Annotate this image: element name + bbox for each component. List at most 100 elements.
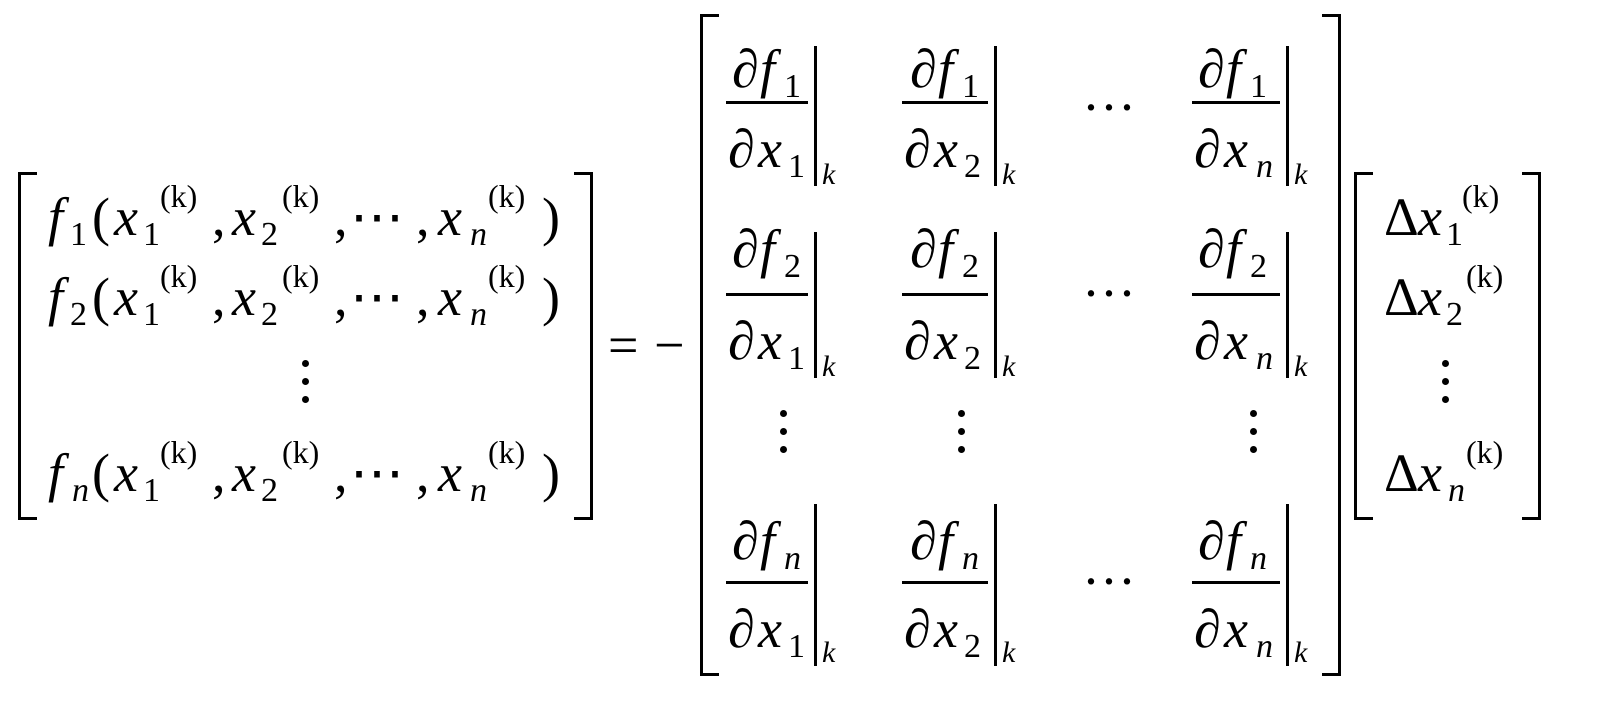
vertical-ellipsis <box>958 410 966 456</box>
delta-vector-close-bracket <box>1522 172 1541 520</box>
x1-subscript: 1 <box>143 296 160 333</box>
comma: , <box>416 443 430 503</box>
numerator-subscript: 1 <box>1250 68 1267 105</box>
xn-subscript: n <box>470 296 487 333</box>
evaluation-bar <box>1286 232 1289 378</box>
partial-symbol: ∂ <box>1194 599 1221 659</box>
comma: , <box>334 443 348 503</box>
fraction-bar <box>902 581 988 584</box>
delta-subscript: n <box>1448 472 1465 509</box>
fraction-bar <box>1192 293 1280 296</box>
iteration-superscript: (k) <box>488 178 526 214</box>
x2-subscript: 2 <box>261 472 278 509</box>
evaluation-bar <box>814 232 817 378</box>
minus-sign: − <box>654 315 685 375</box>
delta-subscript: 1 <box>1446 216 1463 253</box>
numerator-subscript: 2 <box>1250 248 1267 285</box>
numerator-subscript: n <box>784 540 801 577</box>
delta-symbol: Δ <box>1384 267 1419 327</box>
delta-subscript: 2 <box>1446 296 1463 333</box>
denominator-x: x <box>1224 119 1248 179</box>
evaluation-subscript: k <box>1294 350 1308 383</box>
denominator-x: x <box>758 311 782 371</box>
evaluation-bar <box>994 504 997 666</box>
denominator-subscript: 1 <box>788 628 805 665</box>
evaluation-subscript: k <box>822 636 836 669</box>
evaluation-bar <box>814 504 817 666</box>
partial-symbol: ∂ <box>1198 219 1225 279</box>
partial-symbol: ∂ <box>732 511 759 571</box>
partial-symbol: ∂ <box>1198 39 1225 99</box>
open-paren: ( <box>92 187 110 247</box>
denominator-subscript: n <box>1256 148 1273 185</box>
denominator-x: x <box>758 119 782 179</box>
jacobian-close-bracket <box>1322 14 1341 676</box>
numerator-subscript: n <box>962 540 979 577</box>
partial-symbol: ∂ <box>910 219 937 279</box>
numerator-f: f <box>938 511 954 571</box>
function-subscript: 2 <box>70 296 87 333</box>
variable-x2: x <box>232 187 256 247</box>
delta-vector-open-bracket <box>1354 172 1373 520</box>
fraction-bar <box>1192 581 1280 584</box>
evaluation-bar <box>814 46 817 186</box>
vertical-ellipsis <box>1250 410 1258 456</box>
iteration-superscript: (k) <box>1466 258 1504 294</box>
comma: , <box>334 187 348 247</box>
evaluation-subscript: k <box>822 350 836 383</box>
evaluation-bar <box>1286 504 1289 666</box>
iteration-superscript: (k) <box>282 178 320 214</box>
partial-symbol: ∂ <box>1198 511 1225 571</box>
numerator-f: f <box>938 39 954 99</box>
partial-symbol: ∂ <box>910 39 937 99</box>
iteration-superscript: (k) <box>282 258 320 294</box>
denominator-x: x <box>934 119 958 179</box>
numerator-subscript: n <box>1250 540 1267 577</box>
evaluation-subscript: k <box>822 158 836 191</box>
ellipsis: ⋯ <box>350 267 404 327</box>
vertical-ellipsis <box>780 410 788 456</box>
iteration-superscript: (k) <box>160 178 198 214</box>
numerator-f: f <box>938 219 954 279</box>
fraction-bar <box>726 293 808 296</box>
numerator-subscript: 2 <box>962 248 979 285</box>
fraction-bar <box>726 101 808 104</box>
numerator-subscript: 2 <box>784 248 801 285</box>
denominator-x: x <box>1224 311 1248 371</box>
iteration-superscript: (k) <box>160 434 198 470</box>
evaluation-subscript: k <box>1002 350 1016 383</box>
numerator-f: f <box>1226 219 1242 279</box>
evaluation-subscript: k <box>1294 158 1308 191</box>
comma: , <box>416 267 430 327</box>
comma: , <box>334 267 348 327</box>
x1-subscript: 1 <box>143 216 160 253</box>
fraction-bar <box>902 293 988 296</box>
iteration-superscript: (k) <box>1466 434 1504 470</box>
variable-xn: x <box>438 267 462 327</box>
denominator-subscript: n <box>1256 628 1273 665</box>
iteration-superscript: (k) <box>488 258 526 294</box>
function-symbol: f <box>48 267 64 327</box>
vertical-ellipsis <box>302 360 310 406</box>
function-subscript: n <box>72 472 89 509</box>
partial-symbol: ∂ <box>1194 311 1221 371</box>
partial-symbol: ∂ <box>728 599 755 659</box>
close-paren: ) <box>542 187 560 247</box>
delta-symbol: Δ <box>1384 187 1419 247</box>
iteration-superscript: (k) <box>1462 178 1500 214</box>
fraction-bar <box>1192 101 1280 104</box>
left-vector-open-bracket <box>18 172 37 520</box>
variable-x2: x <box>232 443 256 503</box>
evaluation-bar <box>994 46 997 186</box>
jacobian-open-bracket <box>700 14 719 676</box>
evaluation-subscript: k <box>1002 636 1016 669</box>
partial-symbol: ∂ <box>910 511 937 571</box>
variable-x1: x <box>114 443 138 503</box>
numerator-subscript: 1 <box>784 68 801 105</box>
evaluation-bar <box>994 232 997 378</box>
xn-subscript: n <box>470 216 487 253</box>
horizontal-ellipsis: ··· <box>1082 263 1136 323</box>
partial-symbol: ∂ <box>732 219 759 279</box>
ellipsis: ⋯ <box>350 443 404 503</box>
